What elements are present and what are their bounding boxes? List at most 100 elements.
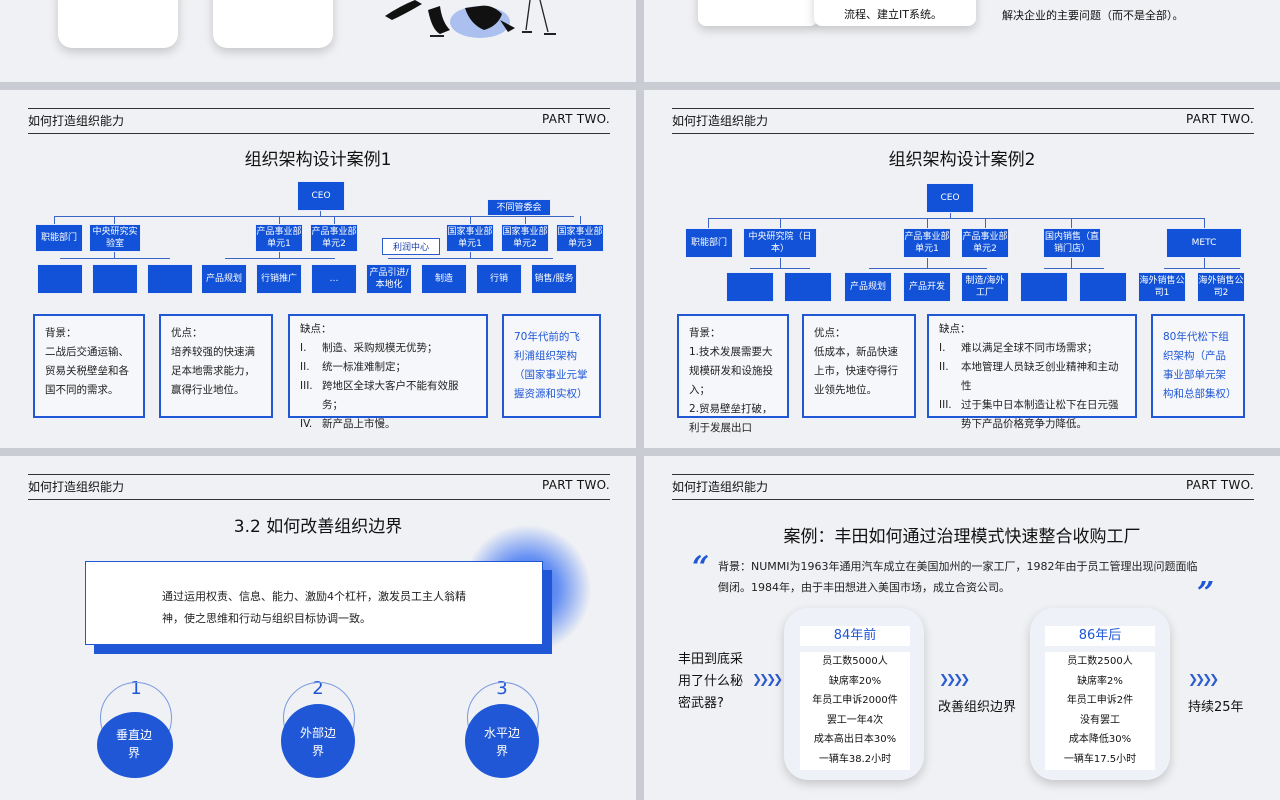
profit-center-label: 利润中心 [382, 238, 440, 255]
side-text: 解决企业的主要问题（而不是全部）。 [1002, 9, 1184, 22]
org-node-blank[interactable] [1020, 272, 1068, 302]
org-node-intro[interactable]: 产品引进/本地化 [366, 264, 412, 294]
note-card: 70年代前的飞利浦组织架构（国家事业元掌握资源和实权） [502, 314, 601, 418]
list-item: II.统一标准难制定； [300, 361, 406, 373]
item-label: 外部边界 [299, 726, 336, 758]
connector [470, 251, 471, 258]
org-node-lab[interactable]: 中央研究实验室 [89, 224, 141, 252]
org-node-nu3[interactable]: 国家事业部单元3 [556, 224, 604, 252]
org-node-nu1[interactable]: 国家事业部单元1 [446, 224, 494, 252]
connector [708, 218, 709, 228]
connector [54, 216, 574, 217]
connector [334, 216, 335, 224]
connector [1044, 268, 1104, 269]
connector [114, 251, 115, 258]
list-item: 成本高出日本30% [813, 734, 897, 745]
org-node-nu2[interactable]: 国家事业部单元2 [501, 224, 549, 252]
org-node-ceo[interactable]: CEO [926, 183, 974, 213]
list-item: IV.新产品上市慢。 [300, 418, 396, 430]
connector [388, 258, 553, 259]
card-label: 背景： [45, 327, 77, 339]
header-part: PART TWO. [542, 478, 610, 492]
blank-card-2 [213, 0, 333, 48]
arrow-icon: ❯❯❯❯ [1188, 672, 1219, 686]
org-node-blank[interactable] [1079, 272, 1127, 302]
org-node-metc[interactable]: METC [1166, 228, 1242, 258]
org-node-lab[interactable]: 中央研究院（日本） [743, 228, 817, 258]
connector [1204, 218, 1205, 228]
org-node-pu1[interactable]: 产品事业部单元1 [903, 228, 951, 258]
slide-top-left[interactable] [0, 0, 636, 82]
list-item: 年员工申诉2件 [1066, 695, 1134, 706]
header-part: PART TWO. [1186, 112, 1254, 126]
boundary-circle-1[interactable] [97, 712, 173, 778]
slide-case-1[interactable]: 如何打造组织能力 PART TWO. 组织架构设计案例1 CEO 不同管委会 职… [0, 90, 636, 448]
connector [927, 218, 928, 228]
connector [985, 218, 986, 228]
cons-card: 缺点： I.难以满足全球不同市场需求； II.本地管理人员缺乏创业精神和主动性 … [927, 314, 1137, 430]
connector [114, 216, 115, 224]
org-node-blank[interactable] [37, 264, 83, 294]
org-node-more[interactable]: … [311, 264, 357, 294]
boundary-circle-2[interactable] [281, 704, 355, 778]
org-node-promo[interactable]: 行销推广 [256, 264, 302, 294]
card-text: 低成本，新品快速上市，快速夺得行业领先地位。 [814, 346, 898, 396]
item-label: 水平边界 [483, 726, 520, 758]
org-node-os1[interactable]: 海外销售公司1 [1138, 272, 1186, 302]
connector [1071, 258, 1072, 268]
connector [320, 211, 321, 217]
org-node-pu1[interactable]: 产品事业部单元1 [255, 224, 303, 252]
org-node-mfg[interactable]: 制造 [421, 264, 467, 294]
boundary-circle-3[interactable] [465, 704, 539, 778]
list-item: 没有罢工 [1080, 714, 1120, 726]
header-part: PART TWO. [1186, 478, 1254, 492]
quote-open: “ [692, 550, 710, 585]
org-node-ceo[interactable]: CEO [297, 181, 345, 211]
slide-toyota[interactable]: 如何打造组织能力 PART TWO. 案例：丰田如何通过治理模式快速整合收购工厂… [644, 456, 1280, 800]
card-text: 1.技术发展需要大规模研发和设施投入； [689, 346, 773, 396]
slide-case-2[interactable]: 如何打造组织能力 PART TWO. 组织架构设计案例2 CEO 职能部门 中央… [644, 90, 1280, 448]
question-text: 丰田到底采用了什么秘密武器? [678, 652, 744, 711]
org-node-blank[interactable] [92, 264, 138, 294]
org-node-sales[interactable]: 行销 [476, 264, 522, 294]
connector [780, 258, 781, 268]
before-list: 员工数5000人 缺席率20% 年员工申诉2000件 罢工一年4次 成本高出日本… [800, 652, 910, 770]
org-node-blank[interactable] [784, 272, 832, 302]
org-node-committee[interactable]: 不同管委会 [487, 199, 551, 216]
card-front: 流程、建立IT系统。 [814, 0, 976, 26]
connector [279, 216, 280, 224]
card-label: 缺点： [939, 323, 971, 335]
text-box-body: 通过运用权责、信息、能力、激励4个杠杆，激发员工主人翁精神，使之思维和行动与组织… [162, 590, 466, 625]
org-node-svc[interactable]: 销售/服务 [531, 264, 577, 294]
slide-header: 如何打造组织能力 PART TWO. [672, 474, 1254, 500]
org-node-pu2[interactable]: 产品事业部单元2 [961, 228, 1009, 258]
connector [780, 218, 781, 228]
after-title: 86年后 [1045, 626, 1155, 646]
end-text: 持续25年 [1188, 700, 1244, 715]
slide-title: 3.2 如何改善组织边界 [233, 517, 403, 537]
card-label: 背景： [689, 327, 721, 339]
org-node-dev[interactable]: 产品开发 [903, 272, 951, 302]
org-node-mfg[interactable]: 制造/海外工厂 [961, 272, 1009, 302]
org-node-blank[interactable] [147, 264, 193, 294]
blank-card-1 [58, 0, 178, 48]
org-node-plan[interactable]: 产品规划 [844, 272, 892, 302]
org-node-func[interactable]: 职能部门 [35, 224, 83, 252]
connector [470, 216, 471, 224]
org-node-os2[interactable]: 海外销售公司2 [1197, 272, 1245, 302]
connector [525, 216, 526, 224]
slide-title: 组织架构设计案例2 [888, 150, 1036, 170]
org-node-blank[interactable] [726, 272, 774, 302]
org-node-plan[interactable]: 产品规划 [201, 264, 247, 294]
org-node-func[interactable]: 职能部门 [685, 228, 733, 258]
arrow-icon: ❯❯❯❯ [752, 672, 783, 686]
cons-card: 缺点： I.制造、采购规模无优势； II.统一标准难制定； III.跨地区全球大… [288, 314, 488, 430]
connector [708, 218, 1204, 219]
slide-boundary[interactable]: 如何打造组织能力 PART TWO. 3.2 如何改善组织边界 通过运用权责、信… [0, 456, 636, 800]
org-node-dom[interactable]: 国内销售（直销门店） [1043, 228, 1101, 258]
slide-top-right[interactable]: 流程、建立IT系统。 解决企业的主要问题（而不是全部）。 [644, 0, 1280, 82]
list-item: 一辆车38.2小时 [818, 753, 892, 765]
before-title: 84年前 [800, 626, 910, 646]
connector [60, 258, 170, 259]
org-node-pu2[interactable]: 产品事业部单元2 [310, 224, 358, 252]
